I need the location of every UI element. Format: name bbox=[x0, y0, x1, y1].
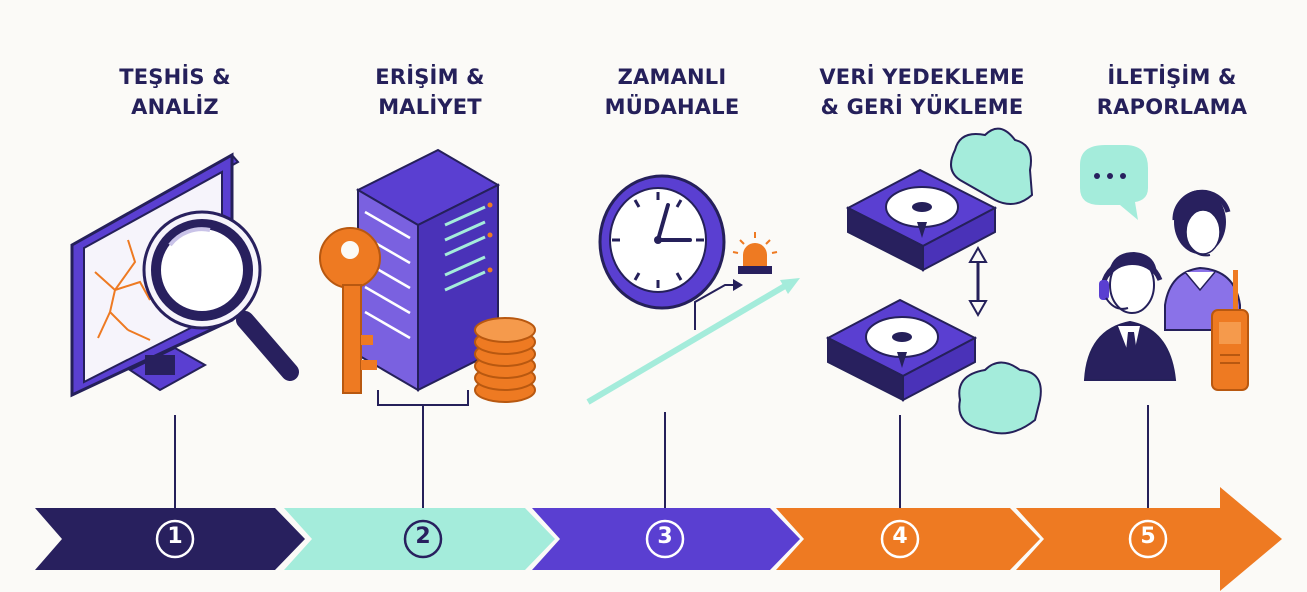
clock-alarm-icon bbox=[586, 174, 800, 405]
step-3-number: 3 bbox=[657, 524, 673, 549]
arrow-segment-4 bbox=[776, 508, 1040, 570]
step-4-title-line1: VERİ YEDEKLEME bbox=[819, 65, 1025, 89]
step-3-title-line1: ZAMANLI bbox=[617, 65, 727, 89]
step-5-title-line2: RAPORLAMA bbox=[1096, 95, 1248, 119]
arrow-segment-1 bbox=[35, 508, 305, 570]
step-5-title: İLETİŞİM & RAPORLAMA bbox=[1052, 62, 1292, 122]
step-1-title-line2: ANALİZ bbox=[131, 95, 219, 119]
arrow-segment-3 bbox=[532, 508, 800, 570]
step-2-circle bbox=[403, 519, 443, 559]
step-4-title: VERİ YEDEKLEME & GERİ YÜKLEME bbox=[802, 62, 1042, 122]
step-4-number: 4 bbox=[892, 524, 908, 549]
step-1-title: TEŞHİS & ANALİZ bbox=[55, 62, 295, 122]
server-key-coins-icon bbox=[319, 148, 536, 403]
step-1-circle bbox=[155, 519, 195, 559]
step-3-circle bbox=[645, 519, 685, 559]
arrow-segment-2 bbox=[284, 508, 555, 570]
step-5-title-line1: İLETİŞİM & bbox=[1107, 65, 1237, 89]
support-agents-icon bbox=[1080, 145, 1249, 391]
hard-drives-cloud-icon bbox=[825, 127, 1042, 435]
step-4-circle bbox=[880, 519, 920, 559]
step-3-title-line2: MÜDAHALE bbox=[604, 95, 740, 119]
step-1-number: 1 bbox=[167, 524, 183, 549]
arrow-segment-5 bbox=[1016, 487, 1282, 591]
step-2-title-line1: ERİŞİM & bbox=[375, 65, 485, 89]
step-4-title-line2: & GERİ YÜKLEME bbox=[820, 95, 1024, 119]
step-2-title-line2: MALİYET bbox=[378, 95, 482, 119]
step-3-title: ZAMANLI MÜDAHALE bbox=[552, 62, 792, 122]
step-5-number: 5 bbox=[1140, 524, 1156, 549]
monitor-magnifier-icon bbox=[70, 152, 299, 398]
step-2-number: 2 bbox=[415, 524, 431, 549]
step-2-title: ERİŞİM & MALİYET bbox=[310, 62, 550, 122]
step-5-circle bbox=[1128, 519, 1168, 559]
step-1-title-line1: TEŞHİS & bbox=[119, 65, 231, 89]
connector-lines bbox=[174, 390, 1149, 508]
